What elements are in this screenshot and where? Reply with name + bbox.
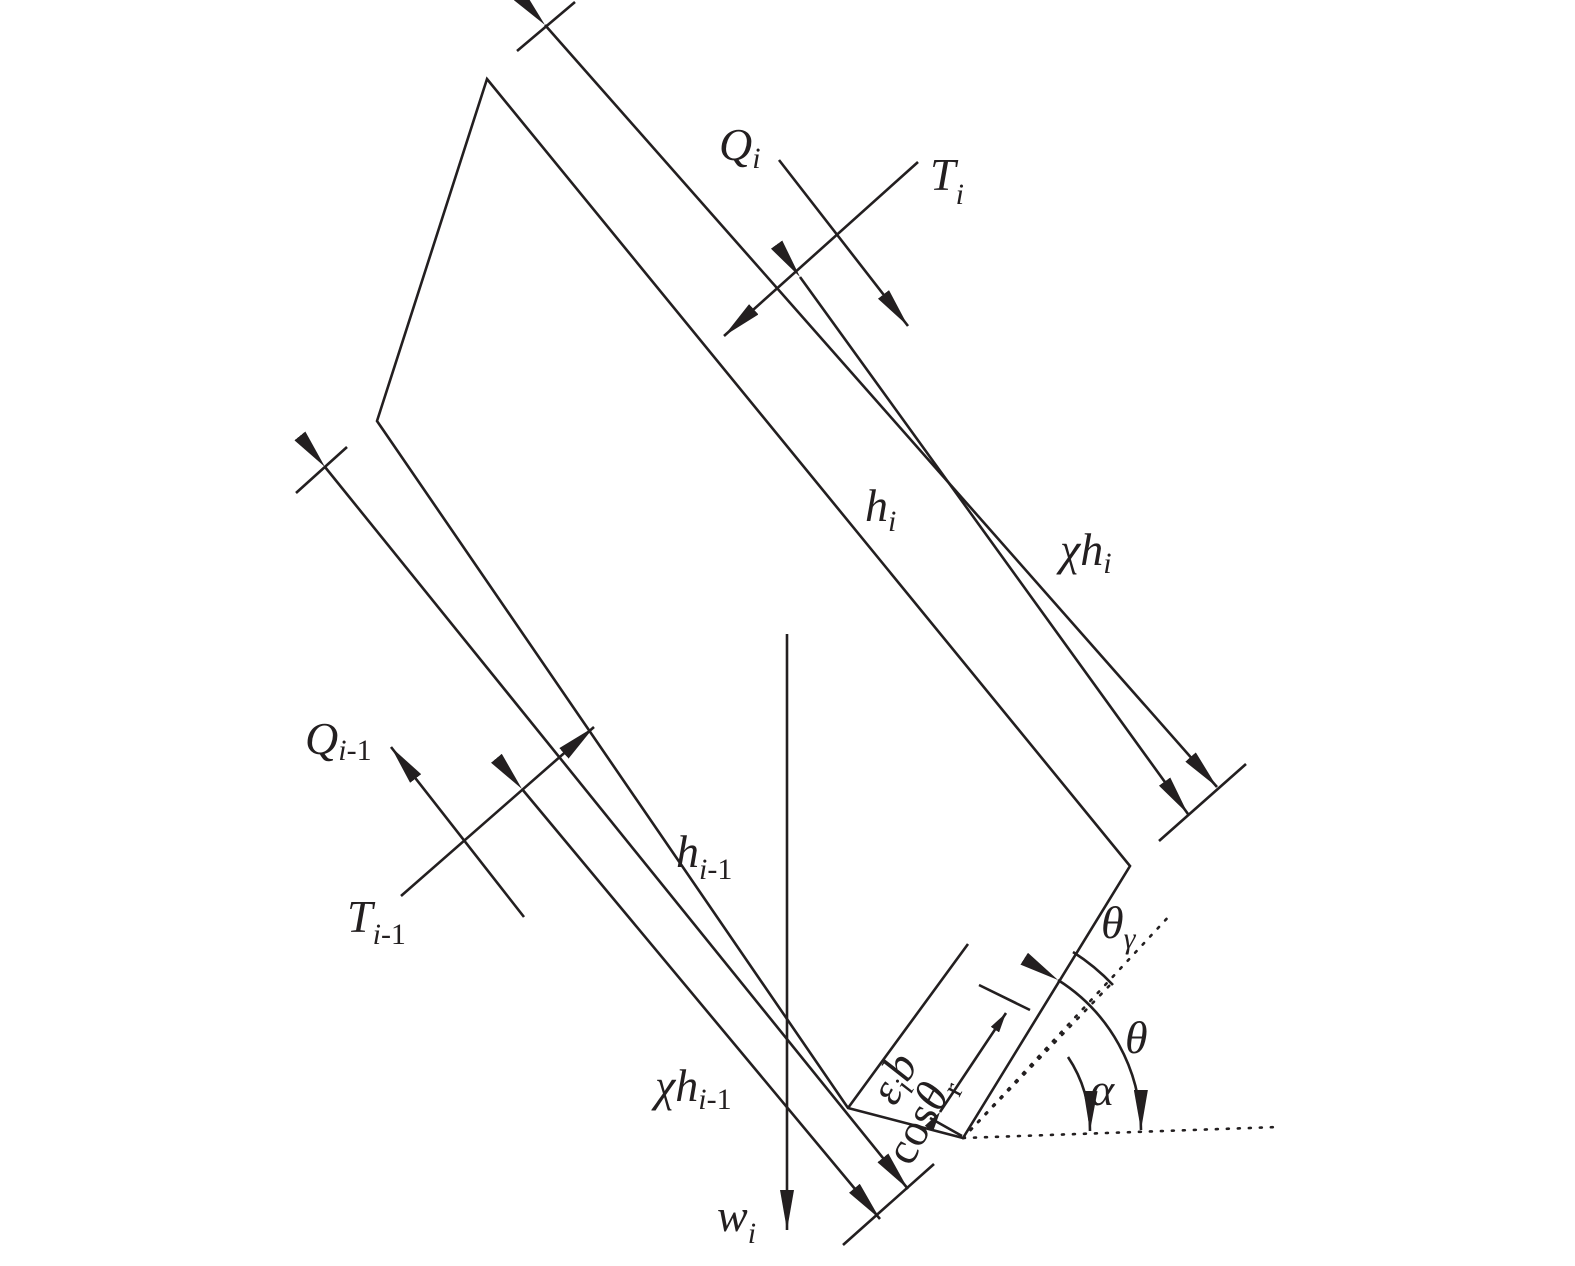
t-i-arrow — [723, 161, 919, 337]
q-i-arrow — [777, 159, 910, 327]
chi-h-i-tick-bottom — [1158, 763, 1247, 842]
theta-r-reference-line — [961, 983, 1112, 1140]
label-q-i-minus-1: Qi-1 — [305, 713, 372, 767]
label-h-i-minus-1: hi-1 — [676, 826, 732, 886]
chi-h-i-dim-line — [513, 0, 1218, 788]
theta-arc — [1020, 952, 1148, 1131]
base-width-tick-right — [978, 983, 1031, 1012]
label-chi-h-i-minus-1: χhi-1 — [651, 1060, 732, 1116]
label-h-i: hi — [865, 480, 896, 538]
label-t-i: Ti — [930, 149, 964, 211]
h-i-minus-1-dim-line — [491, 753, 881, 1220]
base-width-arrow — [924, 1012, 1008, 1132]
t-i-minus-1-arrow — [400, 726, 595, 897]
theta-gamma-arc — [1072, 950, 1114, 986]
chi-h-i-minus-1-dim-line — [294, 431, 910, 1190]
label-theta: θ — [1125, 1012, 1148, 1063]
alpha-arc — [1066, 1056, 1098, 1132]
chi-h-i-minus-1-tick-top — [295, 446, 348, 494]
chi-h-i-tick-top — [516, 1, 576, 52]
label-t-i-minus-1: Ti-1 — [347, 891, 406, 951]
horizontal-reference-line — [961, 1125, 1280, 1140]
label-w-i: wi — [717, 1190, 756, 1250]
label-alpha: α — [1090, 1064, 1115, 1115]
label-chi-h-i: χhi — [1056, 524, 1112, 580]
q-i-minus-1-arrow — [389, 746, 526, 918]
chi-h-i-minus-1-tick-bottom — [842, 1163, 935, 1246]
slice-outline — [375, 76, 1132, 1140]
label-q-i: Qi — [719, 119, 761, 175]
label-theta-gamma: θγ — [1101, 897, 1137, 955]
h-i-dim-line — [770, 240, 1190, 815]
